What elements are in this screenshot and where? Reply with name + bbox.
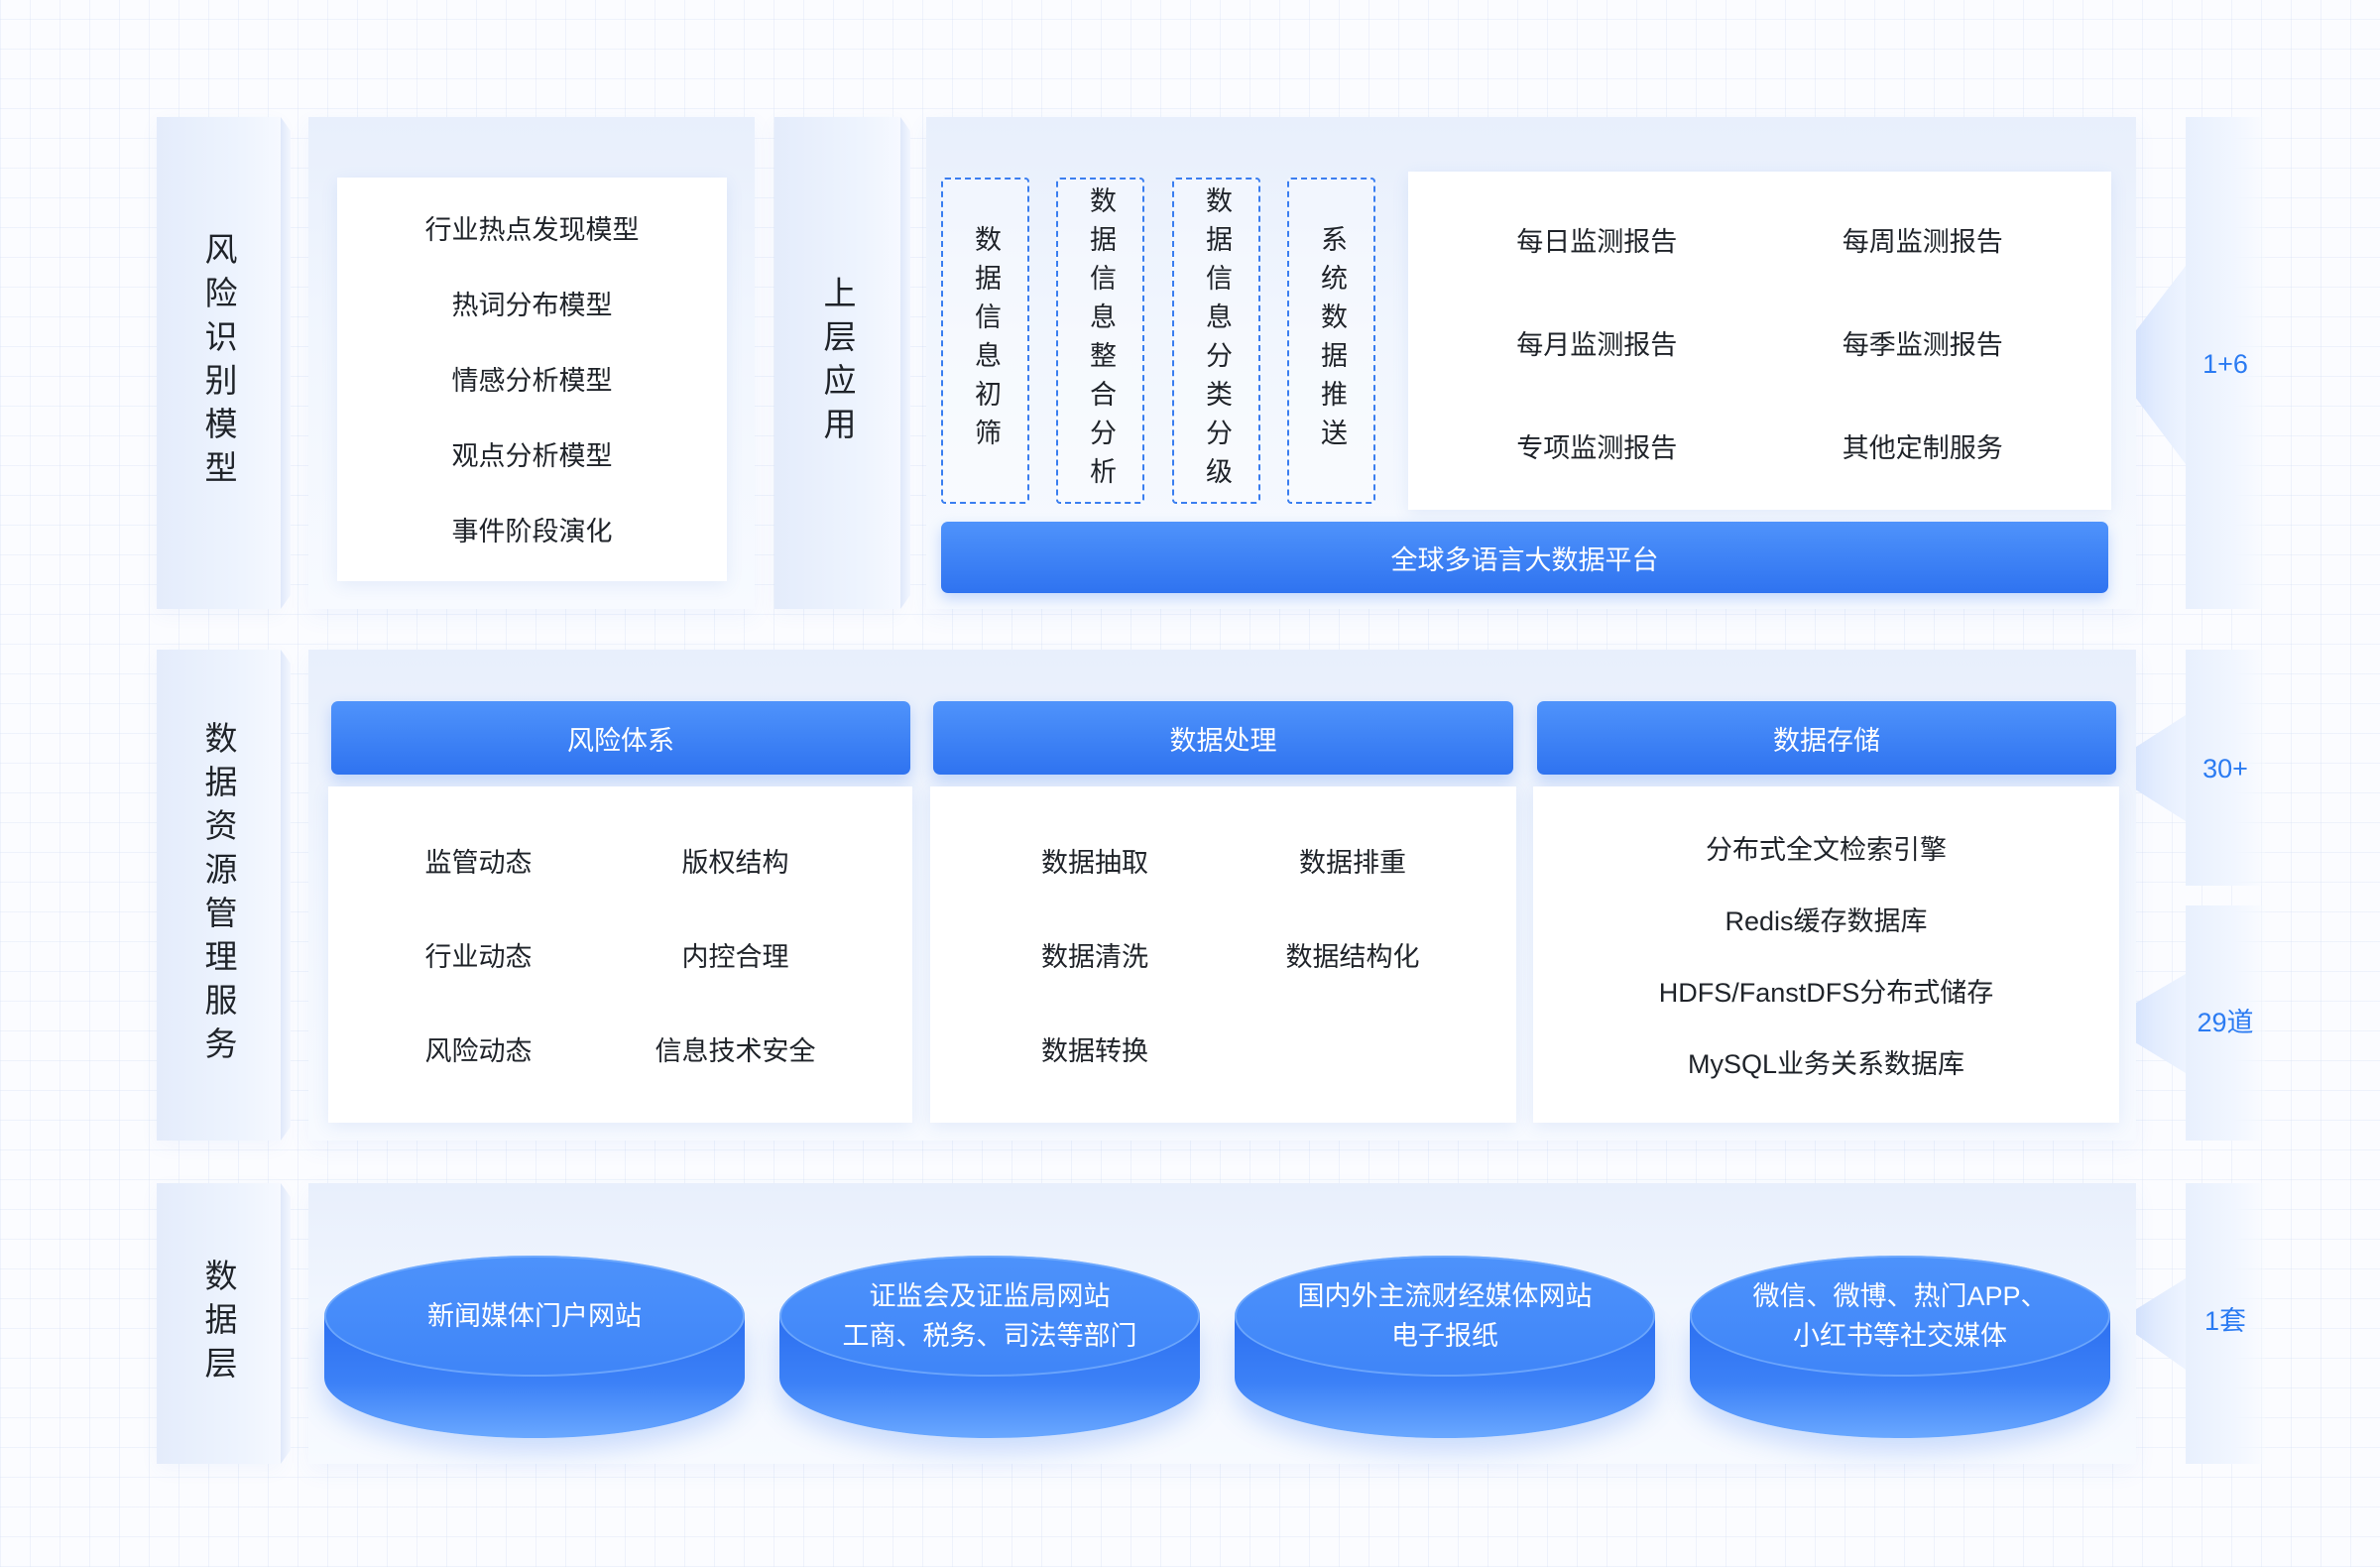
process-label: 数据信息初筛	[971, 224, 1001, 457]
process-box: 数据信息初筛	[941, 178, 1029, 504]
data-storage-item: 分布式全文检索引擎	[1706, 834, 1947, 865]
data-storage-card: 分布式全文检索引擎 Redis缓存数据库 HDFS/FanstDFS分布式储存 …	[1533, 786, 2119, 1123]
data-source-label: 电子报纸	[1391, 1321, 1498, 1351]
data-source-cylinder: 证监会及证监局网站 工商、税务、司法等部门	[779, 1256, 1200, 1438]
column-header-risk-system: 风险体系	[331, 701, 910, 775]
report-item: 每季监测报告	[1842, 329, 2003, 360]
data-layer-count: 1套	[2203, 1306, 2247, 1336]
report-item: 每周监测报告	[1842, 226, 2003, 257]
upper-count-column: 1+6	[2186, 117, 2265, 609]
risk-system-item: 行业动态	[424, 942, 533, 972]
data-source-label: 小红书等社交媒体	[1793, 1321, 2007, 1351]
process-label: 数据信息分类分级	[1202, 185, 1232, 496]
risk-system-item: 内控合理	[681, 942, 789, 972]
risk-model-card: 行业热点发现模型 热词分布模型 情感分析模型 观点分析模型 事件阶段演化	[337, 178, 727, 581]
resource-count-column-1: 30+	[2186, 650, 2265, 886]
data-layer-label: 数据层	[200, 1258, 237, 1389]
data-processing-item: 数据结构化	[1285, 942, 1420, 972]
process-label: 数据信息整合分析	[1086, 185, 1116, 496]
report-item: 每日监测报告	[1516, 226, 1678, 257]
upper-count: 1+6	[2202, 349, 2248, 379]
risk-model-item: 观点分析模型	[451, 440, 613, 471]
resource-count-column-2: 29道	[2186, 905, 2265, 1141]
data-processing-item: 数据转换	[1041, 1036, 1148, 1066]
resource-service-label: 数据资源管理服务	[200, 720, 237, 1070]
data-processing-item: 数据清洗	[1041, 942, 1148, 972]
risk-model-item: 热词分布模型	[451, 290, 613, 320]
risk-model-item: 事件阶段演化	[451, 516, 613, 546]
report-item: 专项监测报告	[1516, 432, 1678, 463]
process-box: 系统数据推送	[1287, 178, 1375, 504]
data-layer-label-column: 数据层	[157, 1183, 281, 1464]
cylinder-top: 国内外主流财经媒体网站 电子报纸	[1235, 1256, 1655, 1377]
risk-system-item: 监管动态	[424, 848, 533, 878]
data-storage-item: HDFS/FanstDFS分布式储存	[1658, 977, 1994, 1008]
data-processing-item: 数据排重	[1299, 848, 1406, 878]
risk-model-item: 行业热点发现模型	[424, 214, 640, 245]
risk-system-card: 监管动态 版权结构 行业动态 内控合理 风险动态 信息技术安全	[328, 786, 912, 1123]
data-source-label: 证监会及证监局网站	[869, 1281, 1111, 1311]
data-source-cylinder: 国内外主流财经媒体网站 电子报纸	[1235, 1256, 1655, 1438]
cylinder-top: 证监会及证监局网站 工商、税务、司法等部门	[779, 1256, 1200, 1377]
cylinder-top: 新闻媒体门户网站	[324, 1256, 745, 1377]
process-box: 数据信息分类分级	[1172, 178, 1260, 504]
data-source-cylinder: 新闻媒体门户网站	[324, 1256, 745, 1438]
resource-service-label-column: 数据资源管理服务	[157, 650, 281, 1141]
process-label: 系统数据推送	[1317, 224, 1347, 457]
data-source-label: 微信、微博、热门APP、	[1752, 1281, 2048, 1311]
resource-count-1: 30+	[2202, 754, 2248, 784]
data-source-label: 工商、税务、司法等部门	[842, 1321, 1137, 1351]
risk-model-item: 情感分析模型	[451, 365, 613, 396]
data-storage-item: MySQL业务关系数据库	[1687, 1048, 1965, 1079]
resource-count-2: 29道	[2197, 1008, 2254, 1037]
report-item: 每月监测报告	[1516, 329, 1678, 360]
data-source-label: 国内外主流财经媒体网站	[1297, 1281, 1593, 1311]
risk-system-item: 版权结构	[681, 848, 789, 878]
data-processing-item: 数据抽取	[1041, 848, 1148, 878]
column-header-data-processing: 数据处理	[933, 701, 1513, 775]
upper-application-label-column: 上层应用	[774, 117, 900, 609]
data-source-cylinder: 微信、微博、热门APP、 小红书等社交媒体	[1690, 1256, 2110, 1438]
risk-system-item: 风险动态	[424, 1036, 533, 1066]
risk-model-label: 风险识别模型	[200, 232, 237, 494]
data-layer-count-column: 1套	[2186, 1183, 2265, 1464]
report-item: 其他定制服务	[1842, 432, 2003, 463]
data-storage-item: Redis缓存数据库	[1725, 905, 1928, 936]
process-box: 数据信息整合分析	[1056, 178, 1144, 504]
risk-system-item: 信息技术安全	[654, 1036, 816, 1066]
platform-bar: 全球多语言大数据平台	[941, 522, 2108, 593]
column-header-data-storage: 数据存储	[1537, 701, 2116, 775]
cylinder-top: 微信、微博、热门APP、 小红书等社交媒体	[1690, 1256, 2110, 1377]
data-processing-card: 数据抽取 数据排重 数据清洗 数据结构化 数据转换	[930, 786, 1516, 1123]
risk-model-label-column: 风险识别模型	[157, 117, 281, 609]
upper-application-label: 上层应用	[819, 276, 856, 450]
report-card: 每日监测报告 每周监测报告 每月监测报告 每季监测报告 专项监测报告 其他定制服…	[1408, 172, 2111, 510]
data-source-label: 新闻媒体门户网站	[427, 1301, 642, 1331]
